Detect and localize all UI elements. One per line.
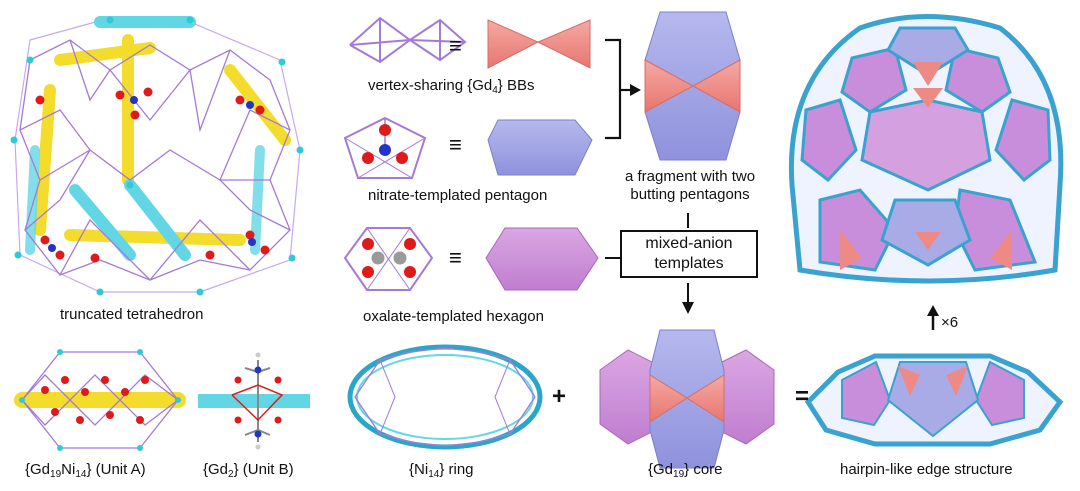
ni14-ring-structure [347, 344, 543, 450]
times-six-label: ×6 [941, 314, 958, 332]
times-six-text: ×6 [941, 314, 959, 331]
equals-symbol: = [795, 383, 810, 410]
unit-a-label: {Gd19Ni14} (Unit A) [25, 461, 146, 480]
truncated-tetrahedron-structure [10, 16, 304, 296]
unit-b-text-2: } (Unit B) [233, 461, 294, 478]
mixed-anion-templates-box: mixed-anion templates [620, 230, 758, 278]
gd-core-sub-1: 19 [673, 469, 685, 480]
arrow-right-icon [630, 84, 641, 96]
vertex-sharing-text: vertex-sharing {Gd [368, 77, 493, 94]
truncated-tetrahedron-label: truncated tetrahedron [60, 306, 203, 324]
ni-ring-text-2: } ring [439, 461, 474, 478]
gd4-cluster-icon [349, 16, 467, 64]
equiv-symbol-pentagon: ≡ [449, 132, 462, 157]
arrow-up-icon [927, 305, 939, 316]
ni-ring-sub-1: 14 [428, 469, 440, 480]
mixed-anion-line2: templates [654, 255, 724, 272]
hairpin-edge-text: hairpin-like edge structure [840, 461, 1013, 478]
unit-b-structure [198, 352, 310, 450]
hairpin-edge-structure [804, 353, 1064, 447]
ni-ring-text-1: {Ni [409, 461, 429, 478]
unit-a-text-2: Ni [61, 461, 76, 478]
bracket-arrow [605, 38, 630, 140]
gd19-core-label: {Gd19} core [648, 461, 723, 480]
fragment-label-line1: a fragment with two [625, 168, 756, 185]
gd-core-text-2: } core [684, 461, 723, 478]
oxalate-hexagon-label: oxalate-templated hexagon [363, 308, 544, 326]
unit-a-sub-1: 19 [50, 469, 62, 480]
nitrate-pentagon-text: nitrate-templated pentagon [368, 187, 548, 204]
unit-a-text-3: } (Unit A) [86, 461, 146, 478]
arrow-down-icon [682, 302, 694, 314]
mixed-anion-line1: mixed-anion [645, 235, 733, 252]
unit-a-sub-2: 14 [75, 469, 87, 480]
unit-a-structure [14, 349, 186, 451]
pentagon-tile-shape [487, 119, 593, 176]
equiv-symbol-gd4: ≡ [449, 33, 462, 58]
oxalate-hexagon-icon [343, 227, 434, 291]
two-pentagon-fragment-shape [644, 11, 741, 161]
vertex-sharing-label: vertex-sharing {Gd4} BBs [368, 77, 535, 96]
oxalate-hexagon-text: oxalate-templated hexagon [363, 308, 544, 325]
truncated-tetrahedron-text: truncated tetrahedron [60, 306, 204, 323]
equiv-symbol-hexagon: ≡ [449, 245, 462, 270]
bowtie-tetrahedra-shape [487, 19, 591, 69]
unit-a-text-1: {Gd [25, 461, 51, 478]
nitrate-pentagon-icon [343, 116, 427, 179]
vertex-sharing-suffix: } BBs [497, 77, 535, 94]
unit-b-sub-1: 2 [228, 469, 234, 480]
plus-symbol: + [552, 383, 567, 410]
nitrate-pentagon-label: nitrate-templated pentagon [368, 187, 547, 205]
hexagon-tile-shape [485, 227, 599, 291]
cage-assembly-structure [788, 14, 1064, 284]
gd19-core-shape [599, 329, 775, 469]
fragment-label: a fragment with two butting pentagons [625, 168, 755, 204]
gd-core-text-1: {Gd [648, 461, 674, 478]
hairpin-edge-label: hairpin-like edge structure [840, 461, 1013, 479]
unit-b-text-1: {Gd [203, 461, 229, 478]
ni14-ring-label: {Ni14} ring [409, 461, 474, 480]
vertex-sharing-subscript: 4 [492, 85, 498, 96]
unit-b-label: {Gd2} (Unit B) [203, 461, 294, 480]
fragment-label-line2: butting pentagons [630, 186, 750, 203]
